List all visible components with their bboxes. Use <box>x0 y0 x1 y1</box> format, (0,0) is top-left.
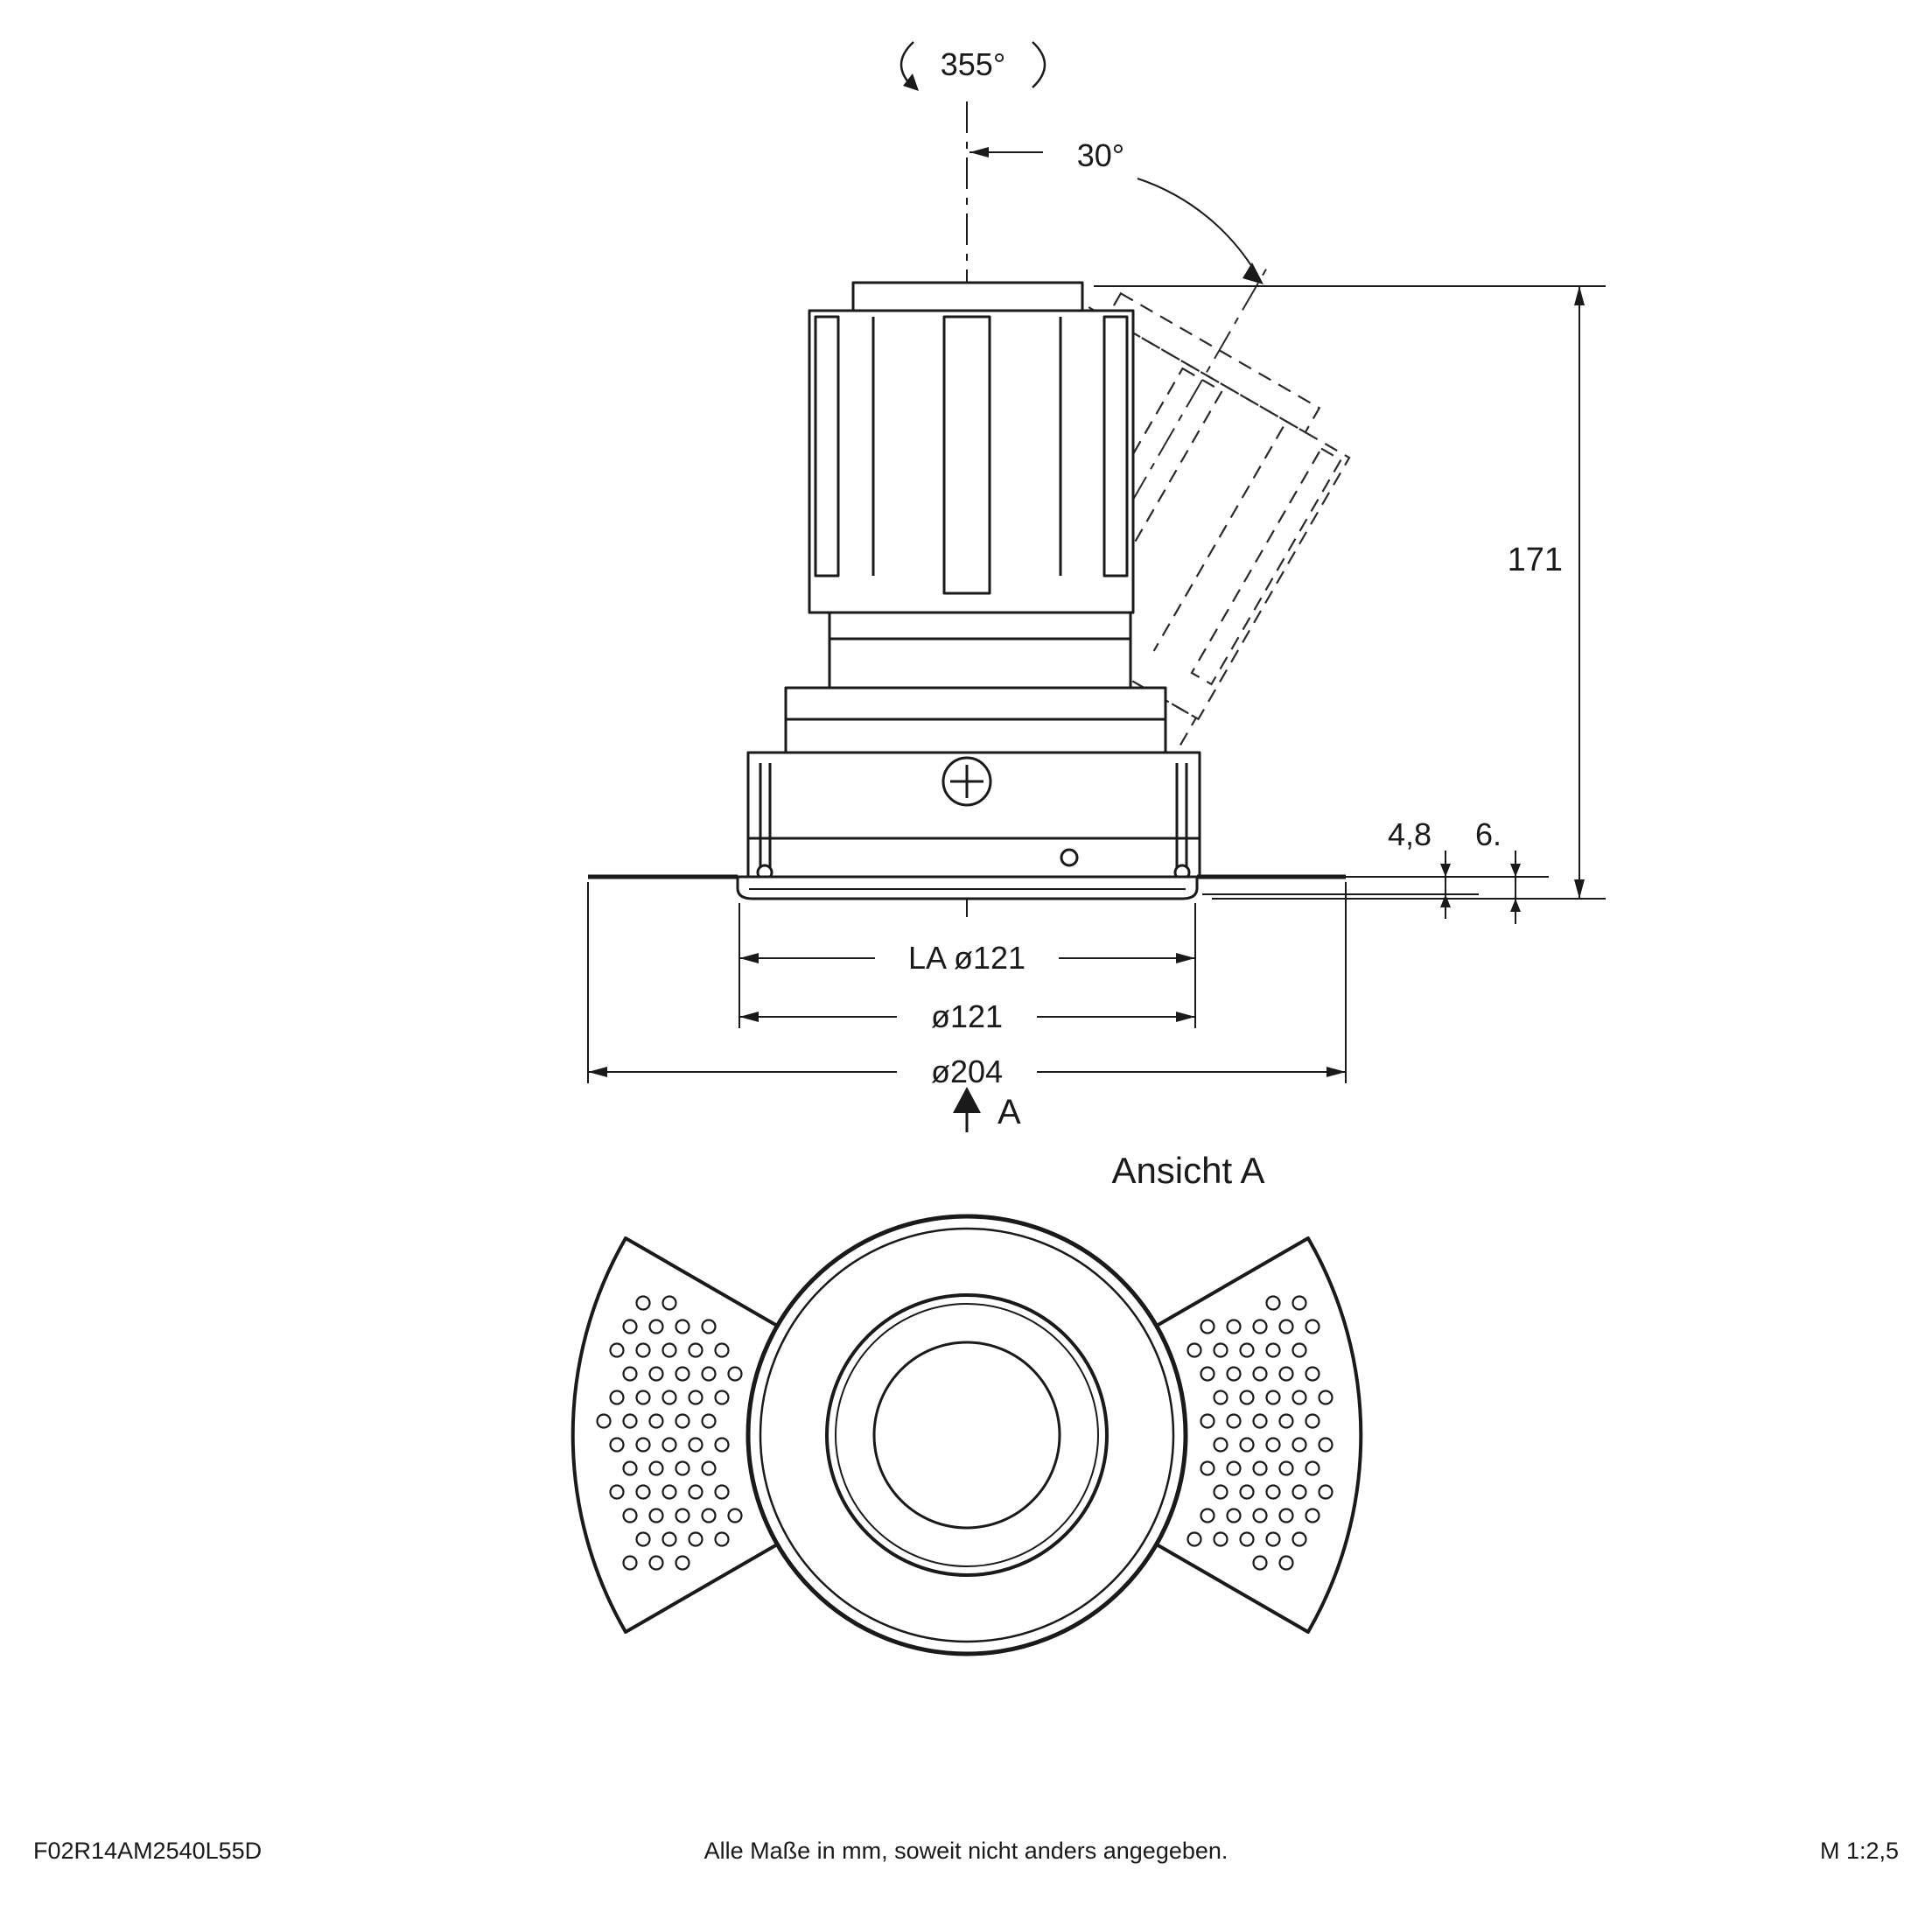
perforation-holes <box>596 1295 1334 1571</box>
reflector-inner-circle <box>835 1303 1099 1567</box>
dim-height-171 <box>1094 285 1606 900</box>
dim-la-121 <box>738 903 1196 1028</box>
trim-inner-circle <box>759 1227 1175 1643</box>
footer-article-number: F02R14AM2540L55D <box>33 1838 262 1864</box>
footer-note: Alle Maße in mm, soweit nicht anders ang… <box>704 1838 1228 1864</box>
side-view <box>588 281 1346 900</box>
lens-circle <box>872 1341 1061 1530</box>
cutout-diameter-label: ø121 <box>931 998 1003 1034</box>
reflector-outer-circle <box>825 1293 1109 1577</box>
trim-thickness-label: 4,8 <box>1388 816 1432 852</box>
recess-depth-label: 6. <box>1475 816 1502 852</box>
tilt-annotation <box>970 147 1264 284</box>
la-diameter-label: LA ø121 <box>908 940 1026 976</box>
bottom-view <box>570 1214 1363 1656</box>
trim-outer-circle <box>746 1214 1188 1656</box>
dim-outer-204 <box>587 882 1347 1083</box>
dim-trim-and-recess <box>1202 851 1549 924</box>
tilt-angle-label: 30° <box>1077 137 1124 173</box>
height-dimension-label: 171 <box>1508 542 1563 578</box>
footer-scale: M 1:2,5 <box>1820 1838 1899 1864</box>
rotation-symbol <box>900 41 1046 91</box>
view-arrow-label: A <box>998 1093 1021 1131</box>
trim-ring <box>736 875 1199 900</box>
dim-cutout-121 <box>739 1012 1195 1022</box>
view-title: Ansicht A <box>1111 1150 1264 1191</box>
view-direction-arrow <box>953 1087 981 1132</box>
outer-diameter-label: ø204 <box>931 1054 1003 1089</box>
rotation-angle-label: 355° <box>941 46 1005 82</box>
